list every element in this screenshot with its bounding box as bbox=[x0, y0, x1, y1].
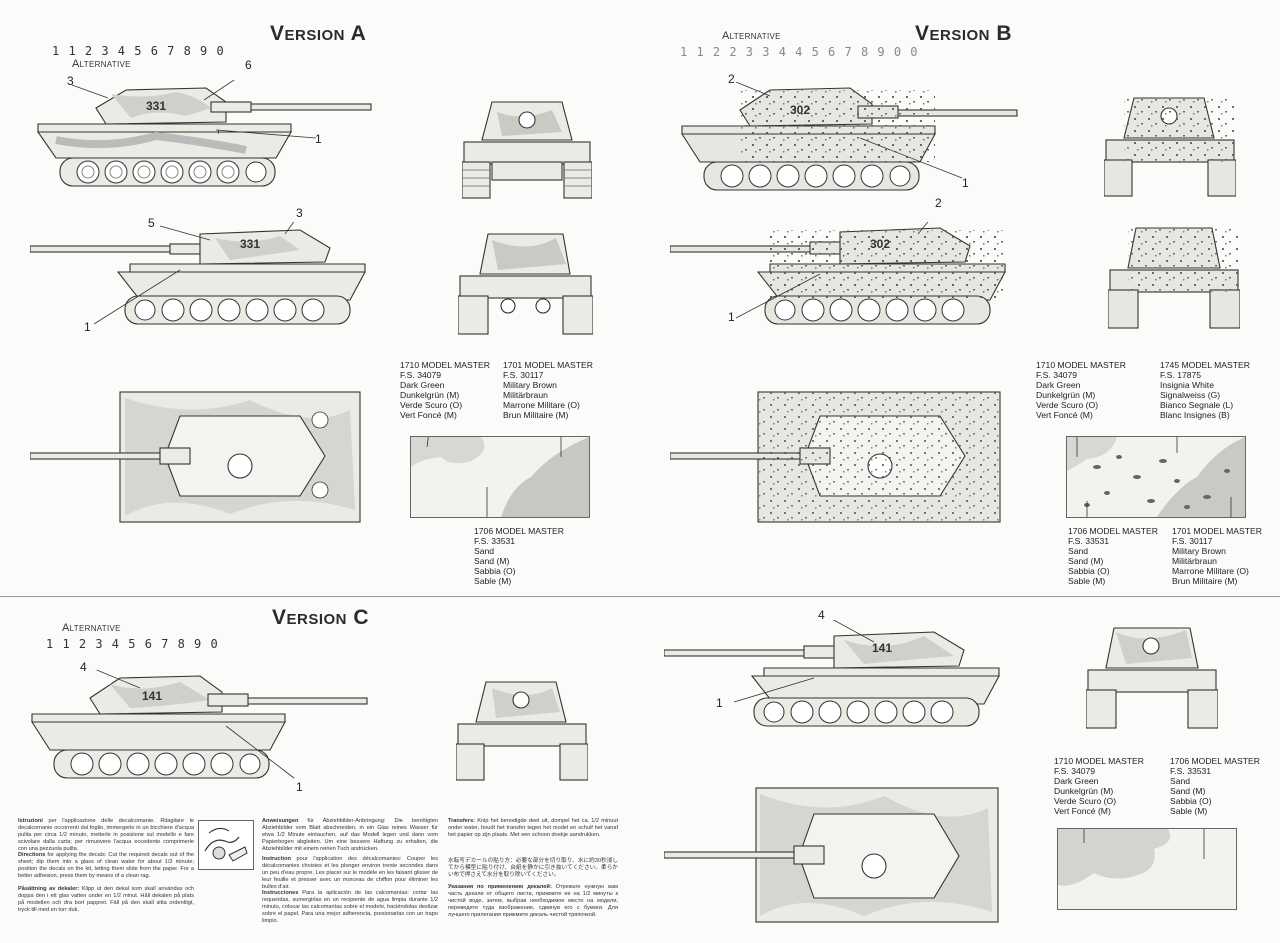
version-a-callout-1-bottom: 1 bbox=[84, 320, 91, 334]
version-a-side-view-left: 331 bbox=[30, 222, 370, 332]
version-b-callout-2-bottom: 2 bbox=[935, 196, 942, 210]
version-c-callout-4-right: 4 bbox=[818, 608, 825, 622]
version-c-color-swatch bbox=[1057, 828, 1237, 910]
version-b-alternative-digits: 1 1 2 2 3 3 4 4 5 6 7 8 9 0 0 bbox=[680, 45, 919, 59]
version-c-callout-4-left: 4 bbox=[80, 660, 87, 674]
version-a-title: Version A bbox=[270, 22, 367, 45]
version-c-turret-number-2: 141 bbox=[872, 641, 892, 655]
version-c-title: Version C bbox=[272, 606, 370, 629]
instructions-german: Anweisungen für Abziehbilder-Anbringung:… bbox=[262, 818, 438, 852]
version-b-front-view bbox=[1104, 92, 1236, 200]
version-b-title: Version B bbox=[915, 22, 1013, 45]
instructions-japanese: 水転写デカールの貼り方：必要な部分を切り取り、水に約30秒浸してから模型に貼り付… bbox=[448, 858, 618, 878]
version-c-side-view-left: 141 bbox=[664, 620, 1009, 732]
version-c-turret-number: 141 bbox=[142, 689, 162, 703]
instructions-spanish: Instrucciones Para la aplicación de las … bbox=[262, 890, 439, 924]
version-c-rear-view bbox=[1086, 622, 1218, 730]
version-b-top-view bbox=[670, 390, 1005, 525]
version-b-side-view-left: 302 bbox=[670, 222, 1015, 334]
version-c-alternative-label: Alternative bbox=[62, 622, 121, 634]
version-c-front-view bbox=[456, 676, 588, 784]
version-a-rear-view bbox=[458, 228, 593, 338]
version-b-turret-number: 302 bbox=[790, 103, 810, 117]
version-a-turret-number-2: 331 bbox=[240, 237, 260, 251]
version-a-callout-5: 5 bbox=[148, 216, 155, 230]
version-a-callout-3-bottom: 3 bbox=[296, 206, 303, 220]
svg-text:+: + bbox=[216, 127, 221, 137]
instructions-italian: Istruzioni per l'applicazione delle deca… bbox=[18, 818, 194, 852]
instructions-russian: Указания по применению декалей: Отрежьте… bbox=[448, 884, 619, 918]
version-b-side-view-right: 302 bbox=[680, 82, 1025, 197]
version-b-callout-2-top: 2 bbox=[728, 72, 735, 86]
version-a-front-view bbox=[462, 92, 592, 202]
version-b-color-swatch bbox=[1066, 436, 1246, 518]
version-b-callout-1-bottom: 1 bbox=[728, 310, 735, 324]
version-c-callout-1-right: 1 bbox=[716, 696, 723, 710]
decal-application-icon bbox=[198, 820, 254, 870]
version-b-alternative-label: Alternative bbox=[722, 30, 781, 42]
instructions-dutch: Transfers: Knip het benodigde deel uit, … bbox=[448, 818, 618, 838]
version-c-alternative-digits: 1 1 2 3 4 5 6 7 8 9 0 bbox=[46, 637, 219, 651]
version-b-rear-view bbox=[1108, 222, 1240, 330]
version-b-turret-number-2: 302 bbox=[870, 237, 890, 251]
version-a-callout-1-top: 1 bbox=[315, 132, 322, 146]
instructions-swedish: Påsättning av dekaler: Klipp ut den deka… bbox=[18, 886, 194, 913]
version-a-top-view bbox=[30, 390, 365, 525]
version-a-callout-6: 6 bbox=[245, 58, 252, 72]
version-a-color-swatch bbox=[410, 436, 590, 518]
version-a-turret-number: 331 bbox=[146, 99, 166, 113]
version-a-side-view-right: 331 + bbox=[36, 80, 381, 195]
version-a-alternative-digits: 1 1 2 3 4 5 6 7 8 9 0 bbox=[52, 44, 225, 58]
version-a-alternative-label: Alternative bbox=[72, 58, 131, 70]
section-divider bbox=[0, 596, 1280, 597]
instructions-english: Directions for applying the decals: Cut … bbox=[18, 852, 195, 879]
version-b-callout-1-top: 1 bbox=[962, 176, 969, 190]
version-a-callout-3-top: 3 bbox=[67, 74, 74, 88]
version-c-top-view bbox=[664, 786, 1004, 926]
version-c-side-view-right: 141 bbox=[30, 670, 375, 785]
instructions-french: Instruction pour l'application des décal… bbox=[262, 856, 438, 890]
version-c-callout-1-left: 1 bbox=[296, 780, 303, 794]
